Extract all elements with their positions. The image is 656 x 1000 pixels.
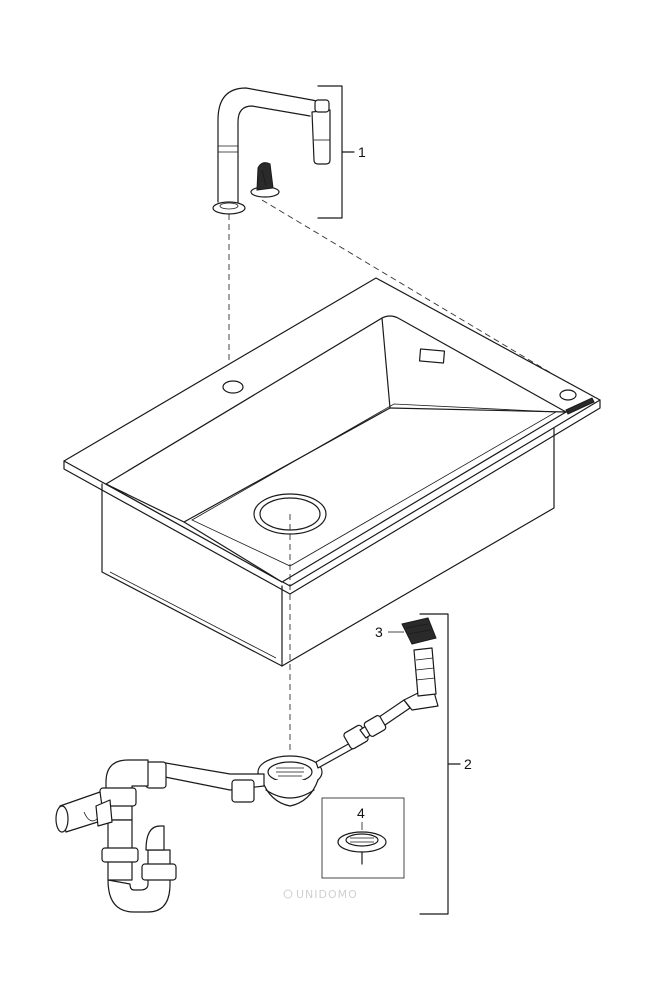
faucet: [212, 87, 331, 215]
drain-assembly: [55, 617, 439, 913]
watermark: UNIDOMO: [283, 888, 358, 901]
strainer-detail: [321, 797, 405, 879]
lever-assembly-line: [261, 199, 567, 383]
watermark-logo-icon: [283, 889, 293, 899]
callout-1: 1: [358, 144, 366, 160]
callout-1-bracket: [317, 85, 355, 219]
callout-2-bracket: [419, 613, 461, 915]
callout-4: 4: [357, 805, 365, 821]
sink: [63, 277, 601, 667]
callout-2: 2: [464, 756, 472, 772]
callout-3: 3: [375, 624, 383, 640]
watermark-text: UNIDOMO: [296, 888, 358, 901]
